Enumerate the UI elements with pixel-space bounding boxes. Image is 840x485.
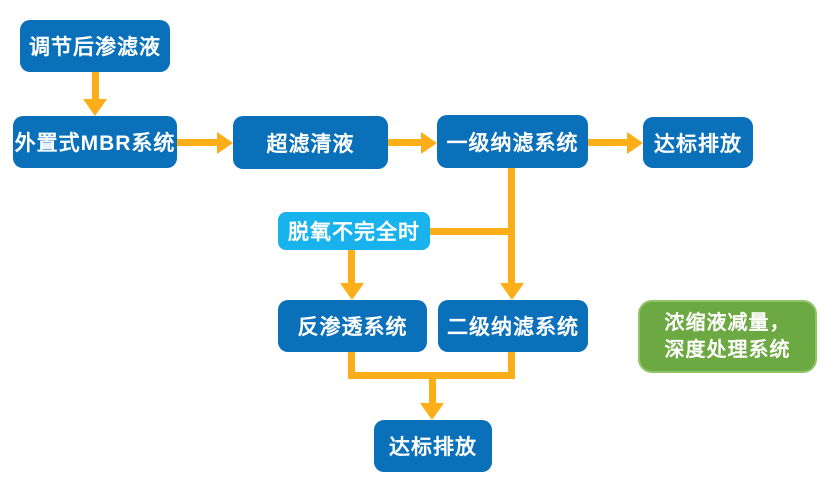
arrow-right-mbr-to-uf-icon: [217, 132, 233, 154]
connector-mbr-to-uf-line: [177, 139, 219, 146]
connector-deoxidation-to-branch-line: [430, 228, 512, 235]
node-concentrate-system-label-line2: 深度处理系统: [664, 338, 791, 361]
node-nf-stage1: 一级纳滤系统: [437, 115, 588, 168]
connector-nf1-to-discharge-line: [588, 139, 628, 146]
node-discharge-bottom: 达标排放: [374, 420, 492, 472]
connector-nf1-to-nf2-line: [508, 168, 515, 283]
node-discharge-bottom-label: 达标排放: [389, 436, 477, 459]
node-nf-stage2-label: 二级纳滤系统: [447, 316, 579, 339]
connector-deoxidation-to-ro-line: [348, 250, 355, 283]
connector-uf-to-nf1-line: [388, 139, 422, 146]
arrow-down-merge-to-discharge-icon: [420, 403, 444, 420]
node-reverse-osmosis-label: 反渗透系统: [297, 316, 408, 339]
node-concentrate-system: 浓缩液减量， 深度处理系统: [638, 300, 817, 373]
connector-nf2-down-line: [508, 352, 515, 379]
node-discharge-top: 达标排放: [643, 117, 753, 168]
arrow-right-uf-to-nf1-icon: [421, 132, 437, 154]
node-deoxidation-note-label: 脱氧不完全时: [288, 221, 420, 244]
node-adjusted-leachate-label: 调节后渗滤液: [29, 36, 161, 59]
connector-leachate-to-mbr-line: [92, 72, 99, 102]
node-uf-permeate: 超滤清液: [233, 116, 388, 169]
node-adjusted-leachate: 调节后渗滤液: [20, 20, 170, 72]
node-external-mbr: 外置式MBR系统: [13, 116, 177, 168]
connector-merge-to-discharge-line: [429, 372, 436, 403]
node-deoxidation-note: 脱氧不完全时: [278, 212, 430, 250]
arrow-down-nf1-to-nf2-icon: [500, 283, 524, 300]
node-reverse-osmosis: 反渗透系统: [278, 300, 427, 352]
node-concentrate-system-label-line1: 浓缩液减量，: [664, 311, 791, 334]
arrow-right-nf1-to-discharge-icon: [627, 132, 643, 154]
arrow-down-deoxidation-to-ro-icon: [340, 283, 364, 300]
node-nf-stage1-label: 一级纳滤系统: [446, 131, 579, 155]
arrow-down-leachate-to-mbr-icon: [83, 99, 107, 116]
connector-ro-down-line: [348, 352, 355, 379]
node-external-mbr-label: 外置式MBR系统: [14, 132, 176, 155]
node-nf-stage2: 二级纳滤系统: [438, 300, 588, 352]
node-uf-permeate-label: 超滤清液: [266, 132, 355, 156]
node-discharge-top-label: 达标排放: [654, 132, 742, 156]
